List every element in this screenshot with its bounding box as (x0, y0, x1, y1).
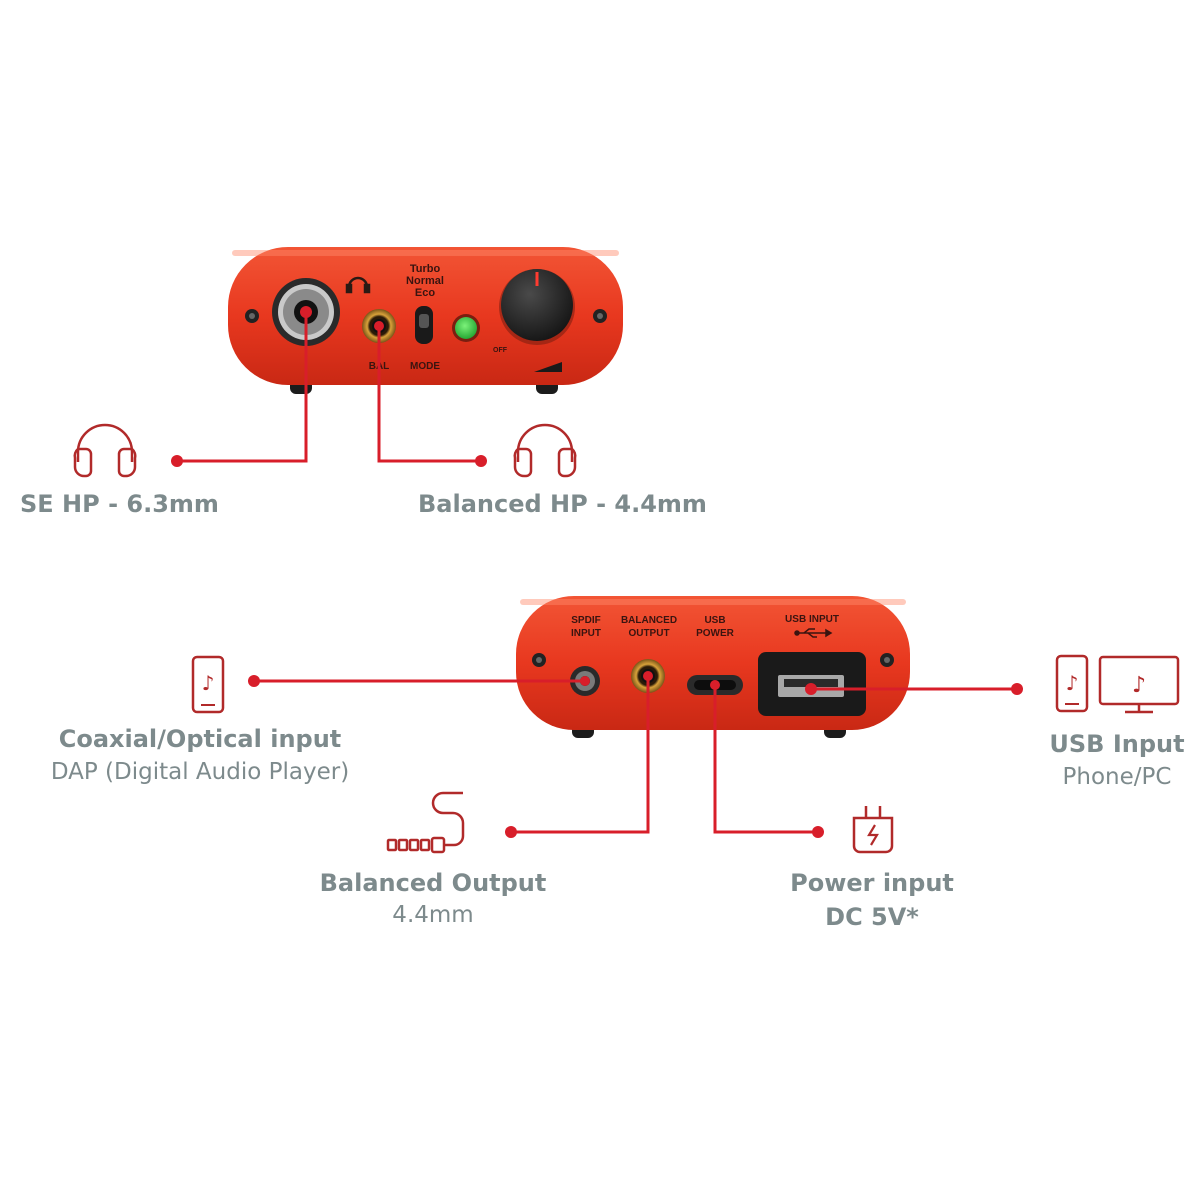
volume-ramp-icon (534, 362, 562, 372)
headphones-icon (73, 423, 137, 478)
balanced-output-subtitle: 4.4mm (392, 902, 474, 928)
balanced-hp-leader (377, 326, 481, 463)
usb-input-label: USB INPUT (785, 614, 839, 625)
screw-icon (245, 309, 259, 323)
power-plug-icon (852, 806, 894, 854)
headphones-icon (345, 276, 371, 294)
usb-symbol-icon (794, 628, 833, 638)
se-hp-leader (177, 312, 308, 463)
mode-option-normal: Normal (406, 275, 444, 287)
coaxial-title: Coaxial/Optical input (58, 725, 342, 753)
usb-input-subtitle: Phone/PC (1062, 764, 1172, 790)
svg-text:♪: ♪ (202, 671, 215, 695)
phone-and-monitor-icon: ♪ ♪ (1055, 654, 1180, 714)
music-player-icon: ♪ (191, 655, 225, 714)
rear-device: SPDIF INPUT BALANCED OUTPUT USB POWER US… (516, 596, 910, 738)
power-led (452, 314, 480, 342)
screw-icon (532, 653, 546, 667)
headphones-icon (513, 423, 577, 478)
balanced-hp-title: Balanced HP - 4.4mm (418, 490, 707, 518)
balanced-output-title: Balanced Output (319, 869, 547, 897)
svg-text:♪: ♪ (1132, 673, 1146, 698)
mode-switch (415, 306, 433, 344)
usb-input-title: USB Input (1049, 730, 1185, 758)
screw-icon (880, 653, 894, 667)
se-hp-title: SE HP - 6.3mm (20, 490, 219, 518)
mode-option-turbo: Turbo (410, 263, 441, 275)
usb-power-label-line1: USB (704, 615, 725, 626)
audio-cable-icon (386, 791, 465, 854)
balanced-label-line1: BALANCED (621, 615, 677, 626)
svg-text:♪: ♪ (1066, 671, 1079, 695)
off-label: OFF (493, 347, 508, 354)
mode-label: MODE (410, 361, 440, 372)
volume-knob (499, 269, 575, 345)
callout-lines (177, 312, 1017, 834)
callout-dots (171, 306, 1023, 838)
balanced-label-line2: OUTPUT (628, 628, 669, 639)
balanced-output-leader (511, 676, 650, 834)
coaxial-subtitle: DAP (Digital Audio Player) (50, 759, 350, 785)
usb-power-label-line2: POWER (696, 628, 735, 639)
screw-icon (593, 309, 607, 323)
power-title: Power input (790, 869, 954, 897)
mode-option-eco: Eco (415, 287, 435, 299)
front-device: BAL Turbo Normal Eco MODE OFF (228, 247, 623, 394)
power-leader (713, 685, 818, 834)
power-subtitle: DC 5V* (825, 903, 919, 931)
spdif-label-line1: SPDIF (571, 615, 600, 626)
spdif-label-line2: INPUT (571, 628, 601, 639)
